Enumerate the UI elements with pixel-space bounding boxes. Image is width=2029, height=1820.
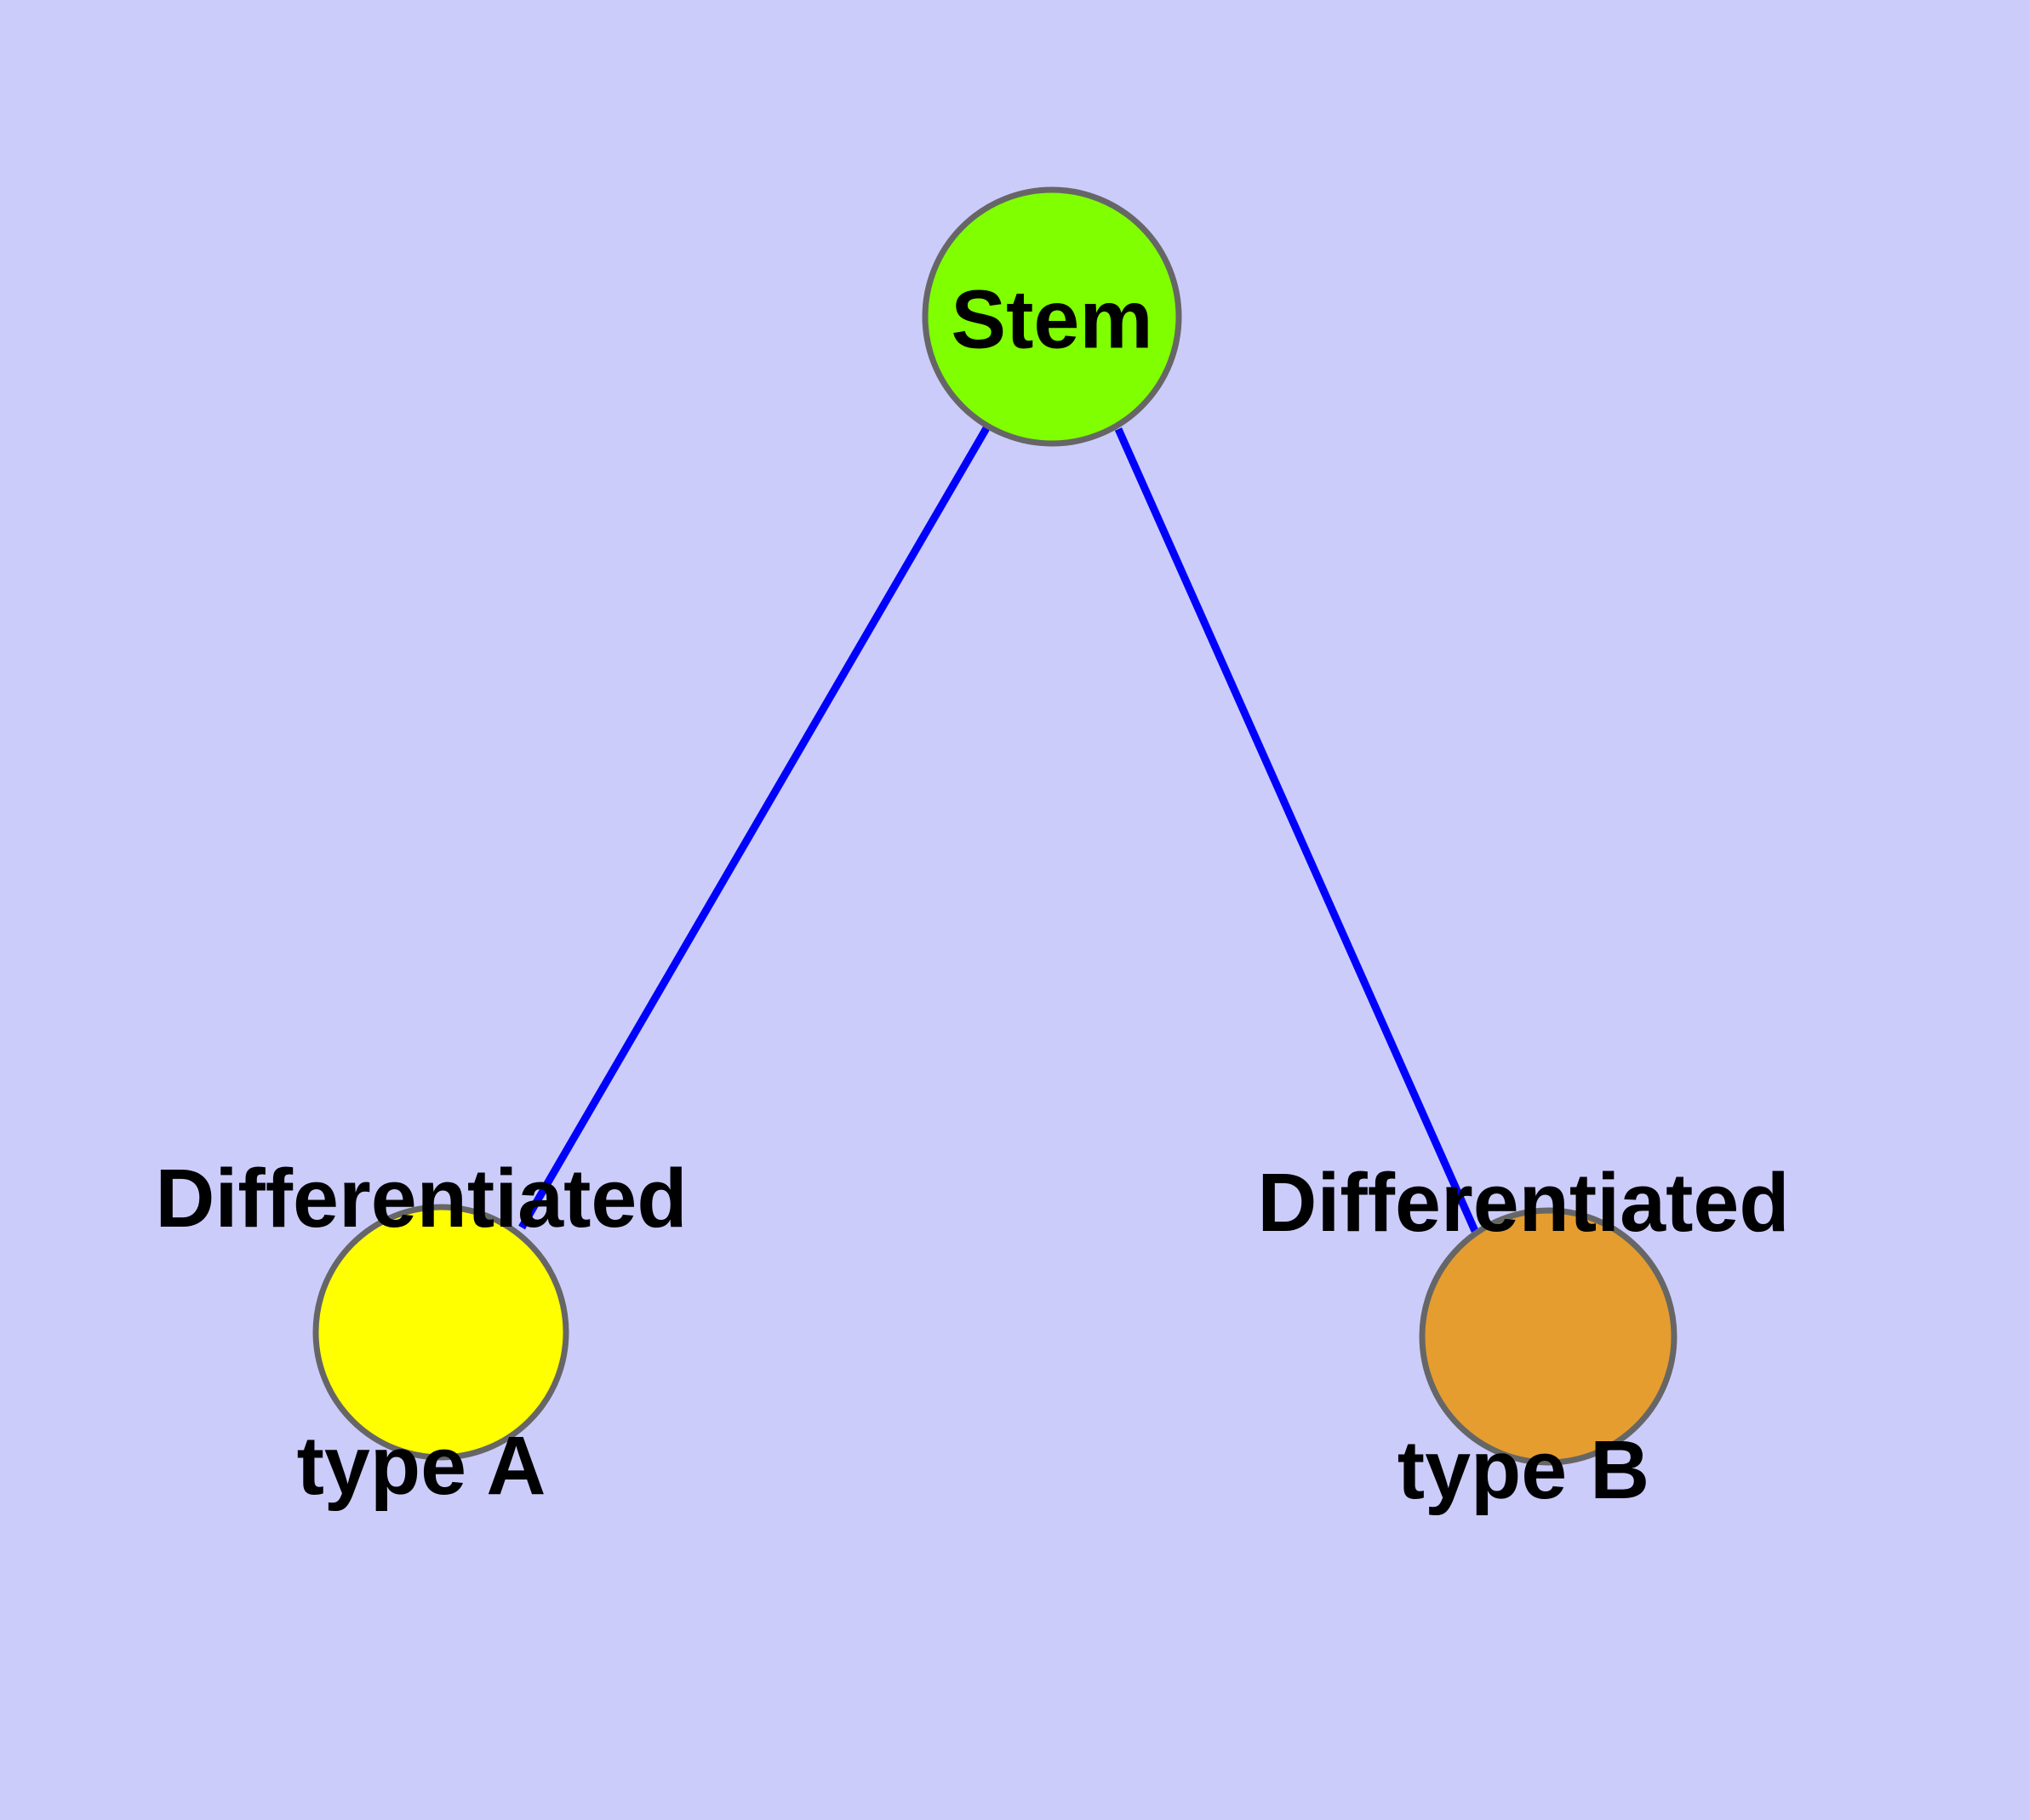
edge-layer bbox=[518, 426, 1479, 1233]
edge-stem-to-diff-b[interactable] bbox=[1114, 427, 1479, 1233]
edge-stem-to-diff-a[interactable] bbox=[518, 426, 990, 1230]
node-stem[interactable] bbox=[922, 186, 1182, 447]
node-layer bbox=[312, 186, 1677, 1466]
node-differentiated-type-a[interactable] bbox=[312, 1204, 569, 1461]
node-differentiated-type-b[interactable] bbox=[1419, 1207, 1677, 1466]
